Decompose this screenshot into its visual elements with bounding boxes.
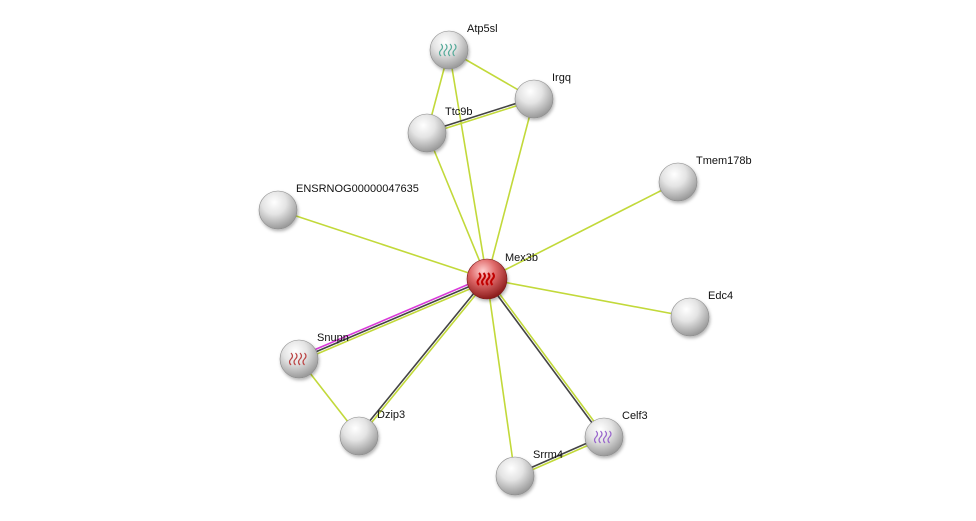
edge-line-textmining [487, 277, 606, 437]
edge-Celf3-Mex3b[interactable] [485, 277, 606, 439]
edge-line-textmining [486, 278, 516, 477]
node-bubble[interactable] [258, 190, 298, 230]
edge-line-textmining [426, 132, 488, 280]
edge-line-coexpression [298, 278, 488, 360]
node-bubble[interactable] [339, 416, 379, 456]
node-Edc4[interactable]: Edc4 [670, 290, 733, 337]
node-bubble[interactable] [279, 339, 319, 379]
edge-Tmem178b-Mex3b[interactable] [486, 181, 679, 280]
edge-line-textmining [486, 98, 535, 280]
node-label: ENSRNOG00000047635 [296, 183, 419, 195]
edge-Dzip3-Mex3b[interactable] [357, 277, 489, 438]
node-bubble[interactable] [670, 297, 710, 337]
protein-structure-icon [438, 43, 457, 57]
node-label: Srrm4 [533, 449, 563, 461]
node-label: Ttc9b [445, 106, 473, 118]
node-label: Celf3 [622, 410, 648, 422]
node-label: Mex3b [505, 252, 538, 264]
protein-structure-icon [476, 272, 495, 286]
node-bubble[interactable] [495, 456, 535, 496]
edge-ENSRNOG00000047635-Mex3b[interactable] [277, 209, 488, 280]
edge-line-textmining [448, 49, 488, 280]
edge-line-coexpression [485, 279, 604, 439]
edge-line-textmining [486, 278, 691, 318]
edge-line-textmining [299, 280, 489, 362]
node-Dzip3[interactable]: Dzip3 [339, 409, 405, 456]
edge-Irgq-Mex3b[interactable] [486, 98, 535, 280]
nodes-layer: Mex3b Atp5slIrgqTtc9bTmem178bENSRNOG00000… [258, 23, 752, 496]
node-ENSRNOG00000047635[interactable]: ENSRNOG00000047635 [258, 183, 419, 230]
node-Srrm4[interactable]: Srrm4 [495, 449, 563, 496]
edge-line-textmining [486, 181, 679, 280]
node-Atp5sl[interactable]: Atp5sl [429, 23, 498, 70]
node-Tmem178b[interactable]: Tmem178b [658, 155, 752, 202]
node-Mex3b[interactable]: Mex3b [466, 252, 538, 300]
node-label: Dzip3 [377, 409, 405, 421]
edge-line-coexpression [357, 277, 487, 436]
node-bubble[interactable] [429, 30, 469, 70]
protein-structure-icon [288, 352, 307, 366]
node-label: Edc4 [708, 290, 733, 302]
edge-Snupn-Mex3b[interactable] [297, 276, 489, 362]
edge-line-experiments [297, 276, 487, 358]
node-bubble[interactable] [514, 79, 554, 119]
edge-line-textmining [359, 279, 489, 438]
node-bubble[interactable] [407, 113, 447, 153]
node-Ttc9b[interactable]: Ttc9b [407, 106, 473, 153]
node-bubble[interactable] [584, 417, 624, 457]
node-Irgq[interactable]: Irgq [514, 72, 571, 119]
edge-Edc4-Mex3b[interactable] [486, 278, 691, 318]
edge-Srrm4-Mex3b[interactable] [486, 278, 516, 477]
node-label: Snupn [317, 332, 349, 344]
node-label: Tmem178b [696, 155, 752, 167]
node-label: Irgq [552, 72, 571, 84]
node-bubble[interactable] [658, 162, 698, 202]
protein-structure-icon [593, 430, 612, 444]
node-Snupn[interactable]: Snupn [279, 332, 349, 379]
edge-line-textmining [277, 209, 488, 280]
edge-Atp5sl-Mex3b[interactable] [448, 49, 488, 280]
node-label: Atp5sl [467, 23, 498, 35]
edge-Ttc9b-Mex3b[interactable] [426, 132, 488, 280]
node-Celf3[interactable]: Celf3 [584, 410, 648, 457]
